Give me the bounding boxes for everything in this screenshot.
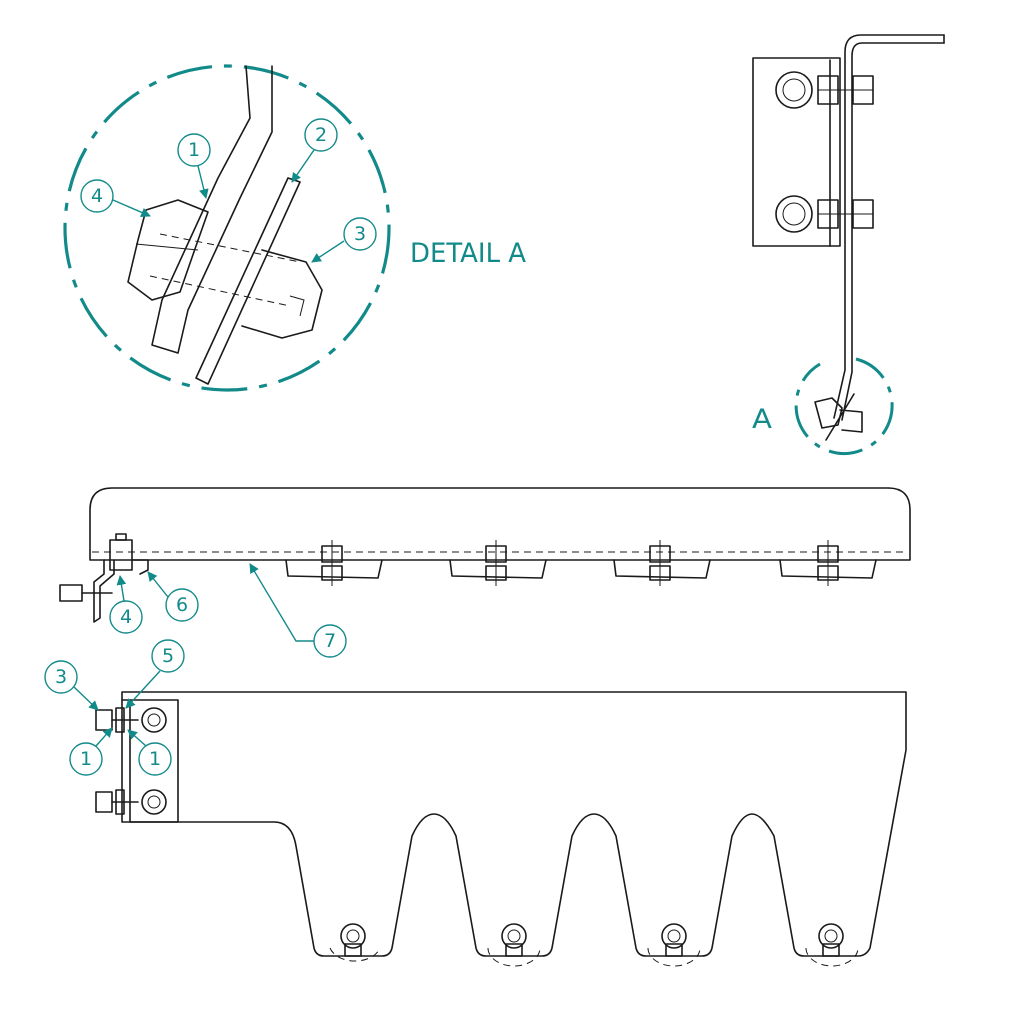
svg-text:2: 2 — [315, 124, 327, 146]
front-balloon-4: 4 — [109, 575, 143, 634]
front-clip — [131, 559, 149, 575]
plan-mount-plate — [129, 699, 179, 823]
detail-reference-label: A — [752, 404, 773, 435]
side-mount-plate — [752, 57, 841, 247]
detail-a-title: DETAIL A — [410, 238, 527, 269]
side-view — [752, 34, 945, 455]
side-bent-strip — [833, 34, 945, 421]
svg-text:6: 6 — [176, 594, 188, 616]
plan-view — [95, 691, 907, 967]
detail-a-view — [63, 64, 391, 392]
side-detail-fastener — [814, 397, 863, 433]
svg-text:4: 4 — [91, 185, 103, 207]
front-left-nut — [59, 584, 83, 602]
detail-hex-nut — [127, 199, 209, 301]
plan-fastener-upper — [95, 707, 167, 733]
side-fastener-lower — [775, 195, 874, 233]
detail-bolt-head-edge — [289, 295, 305, 317]
front-cover-body — [89, 487, 911, 561]
svg-text:1: 1 — [188, 139, 200, 161]
front-left-bracket — [93, 559, 115, 623]
plan-tip-fastener-3 — [647, 923, 701, 967]
detail-balloon-4: 4 — [80, 179, 151, 217]
plan-cover-outline — [121, 691, 907, 957]
front-view — [59, 487, 911, 623]
detail-bolt-head — [241, 249, 323, 339]
plan-fastener-lower — [95, 789, 167, 815]
plan-tip-fastener-1 — [329, 923, 381, 962]
front-balloon-6: 6 — [147, 571, 199, 622]
detail-bracket-strip — [151, 65, 273, 354]
detail-boundary-circle — [63, 64, 391, 392]
svg-text:3: 3 — [55, 666, 67, 688]
front-foot-4 — [779, 540, 877, 586]
plan-balloon-3: 3 — [44, 660, 99, 711]
detail-balloon-1: 1 — [177, 133, 211, 199]
side-fastener-upper — [775, 71, 874, 109]
front-foot-3 — [613, 540, 711, 586]
plan-balloon-1-right: 1 — [127, 729, 172, 776]
detail-thin-plate — [195, 177, 301, 385]
svg-text:1: 1 — [149, 748, 161, 770]
svg-text:1: 1 — [80, 748, 92, 770]
plan-balloon-1-left: 1 — [69, 727, 113, 776]
front-balloon-7: 7 — [249, 563, 347, 658]
svg-text:3: 3 — [354, 223, 366, 245]
svg-text:4: 4 — [120, 606, 132, 628]
side-detail-callout-circle — [794, 357, 894, 455]
detail-nut-edge — [135, 243, 199, 251]
plan-tip-fastener-4 — [805, 923, 859, 967]
detail-balloon-2: 2 — [291, 118, 338, 183]
detail-bolt-shank-hidden — [149, 233, 301, 307]
front-foot-2 — [449, 540, 547, 586]
front-foot-1 — [285, 540, 383, 586]
detail-balloon-3: 3 — [311, 217, 377, 263]
svg-text:7: 7 — [324, 630, 336, 652]
plan-balloon-5: 5 — [125, 639, 185, 709]
side-detail-plate — [825, 393, 855, 441]
svg-text:5: 5 — [162, 645, 174, 667]
plan-tip-fastener-2 — [487, 923, 541, 967]
